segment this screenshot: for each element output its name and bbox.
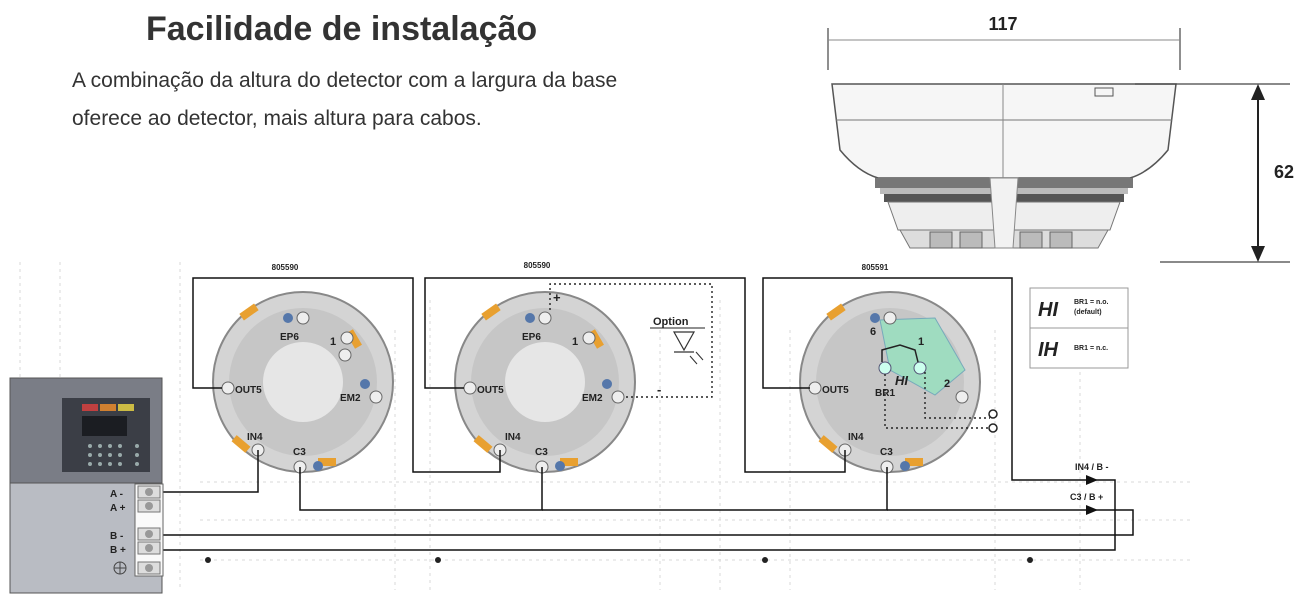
option-label: Option	[653, 316, 689, 328]
terminal-b-plus: B +	[110, 545, 126, 556]
description-line-1: A combinação da altura do detector com a…	[72, 69, 618, 92]
legend-nc-text: BR1 = n.c.	[1074, 345, 1108, 352]
option-minus-sign: -	[657, 382, 661, 397]
description-line-2: oferece ao detector, mais altura para ca…	[72, 107, 482, 130]
base-1-c3-label: C3	[293, 447, 306, 458]
base-1-em2-label: EM2	[340, 393, 361, 404]
base-2-out5-label: OUT5	[477, 385, 504, 396]
base-3-hi-symbol: HI	[895, 373, 908, 388]
option-plus-sign: +	[553, 290, 561, 305]
page-title: Facilidade de instalação	[146, 10, 538, 48]
base-2-part-number: 805590	[524, 261, 551, 270]
base-1-part-number: 805590	[272, 263, 299, 272]
base-3-out5-label: OUT5	[822, 385, 849, 396]
base-2-terminal-1-label: 1	[572, 336, 578, 348]
base-1-ep6-label: EP6	[280, 332, 299, 343]
height-dimension-label: 62	[1274, 162, 1294, 182]
description: A combinação da altura do detector com a…	[72, 62, 792, 138]
base-2-c3-label: C3	[535, 447, 548, 458]
terminal-b-minus: B -	[110, 531, 123, 542]
legend-no-text: BR1 = n.o.	[1074, 299, 1108, 306]
base-3-in4-label: IN4	[848, 432, 864, 443]
control-panel: A - A + B - B +	[9, 377, 164, 594]
base-2: 805590 EP6 1 EM2 OUT5 IN4 C3	[454, 261, 636, 474]
line-label-in4: IN4 / B -	[1075, 462, 1109, 472]
legend-hi-symbol: HI	[1038, 299, 1058, 321]
base-3-terminal-2-label: 2	[944, 378, 950, 390]
base-3-part-number: 805591	[862, 263, 889, 272]
base-1-out5-label: OUT5	[235, 385, 262, 396]
detector-side-view: 117 62	[827, 14, 1294, 263]
base-2-ep6-label: EP6	[522, 332, 541, 343]
jumper-legend: HI BR1 = n.o. (default) IH BR1 = n.c.	[1029, 287, 1129, 369]
base-2-em2-label: EM2	[582, 393, 603, 404]
wiring-diagram: 805590 EP6 1 EM2 OUT5 IN4 C3 805590	[9, 261, 1190, 594]
base-1-in4-label: IN4	[247, 432, 263, 443]
base-1: 805590 EP6 1 EM2 OUT5 IN4 C3	[212, 263, 394, 474]
base-2-in4-label: IN4	[505, 432, 521, 443]
base-3-terminal-1-label: 1	[918, 336, 924, 348]
base-3-terminal-6-label: 6	[870, 326, 876, 338]
line-label-c3: C3 / B +	[1070, 492, 1103, 502]
terminal-a-minus: A -	[110, 489, 123, 500]
width-dimension-label: 117	[988, 14, 1017, 34]
base-3-br1-label: BR1	[875, 388, 895, 399]
base-3-c3-label: C3	[880, 447, 893, 458]
base-1-terminal-1-label: 1	[330, 336, 336, 348]
base-3: 805591 HI 6 1 2 BR1 OUT5 IN4 C3	[799, 263, 981, 474]
terminal-a-plus: A +	[110, 503, 126, 514]
legend-ih-symbol: IH	[1038, 339, 1059, 361]
legend-default-note: (default)	[1074, 309, 1102, 316]
